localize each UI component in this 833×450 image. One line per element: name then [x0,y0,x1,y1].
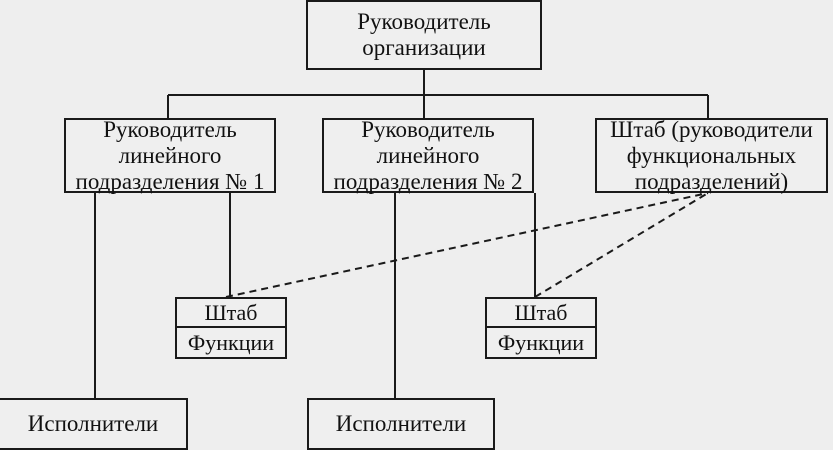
dashed-link-right [534,192,709,298]
staff-right-label: Штаб [487,299,595,328]
dashed-link-left [225,192,709,298]
head-of-organization-label: Руководитель организации [357,9,491,60]
line-unit-1-box: Руководитель линейного подразделения № 1 [64,116,276,194]
staff-functions-right-box: Штаб Функции [485,297,597,359]
staff-main-box: Штаб (руководители функциональных подраз… [595,116,828,194]
functions-left-label: Функции [187,329,275,355]
line-unit-2-label: Руководитель линейного подразделения № 2 [333,116,523,194]
executors-left-box: Исполнители [0,398,188,450]
line-unit-2-box: Руководитель линейного подразделения № 2 [322,116,534,194]
executors-right-box: Исполнители [307,398,495,450]
head-of-organization-box: Руководитель организации [306,0,542,70]
executors-right-label: Исполнители [335,411,467,436]
staff-main-label: Штаб (руководители функциональных подраз… [610,116,813,194]
executors-left-label: Исполнители [27,411,159,436]
staff-functions-left-box: Штаб Функции [175,297,287,359]
functions-right-label: Функции [497,329,585,355]
line-unit-1-label: Руководитель линейного подразделения № 1 [75,116,265,194]
staff-left-label: Штаб [177,299,285,328]
